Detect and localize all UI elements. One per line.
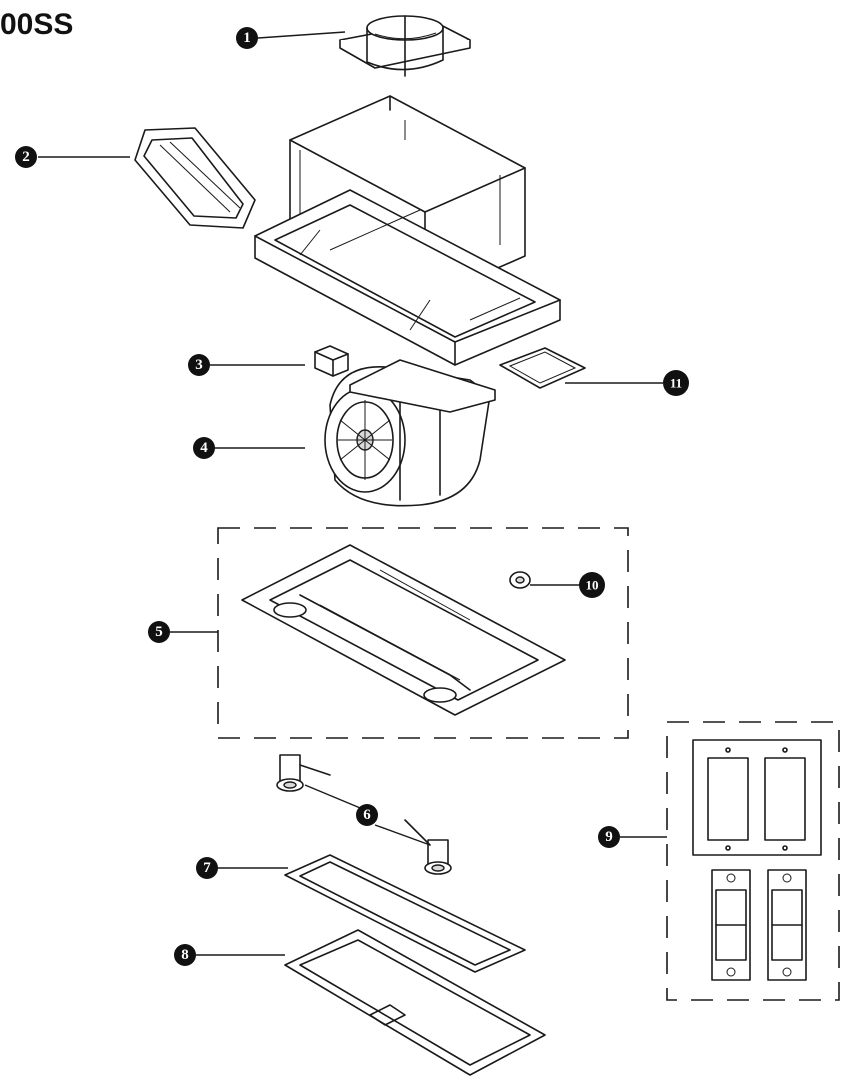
part-callout-5: 5 <box>148 621 170 643</box>
part-callout-3: 3 <box>188 354 210 376</box>
control-kit-frame <box>666 721 840 1001</box>
switch-knob <box>509 571 531 589</box>
wall-plate <box>692 739 822 856</box>
part-number: 6 <box>363 807 371 823</box>
lamp-left <box>276 754 331 792</box>
part-callout-7: 7 <box>196 857 218 879</box>
filter-pad <box>499 347 586 389</box>
part-number: 2 <box>22 149 30 165</box>
trim-gasket <box>284 854 526 973</box>
wall-switches <box>711 869 807 981</box>
part-callout-4: 4 <box>193 437 215 459</box>
junction-box <box>314 345 349 377</box>
light-panel-group-frame <box>217 527 629 739</box>
part-callout-6: 6 <box>356 804 378 826</box>
duct-collar <box>339 15 471 77</box>
fan-housing <box>254 95 561 366</box>
part-number: 1 <box>243 30 251 46</box>
part-callout-8: 8 <box>174 944 196 966</box>
part-callout-2: 2 <box>15 146 37 168</box>
leader-lines <box>38 31 667 956</box>
part-number: 9 <box>605 829 613 845</box>
damper-frame <box>134 127 256 229</box>
blower-wheel <box>324 359 496 507</box>
lamp-right <box>404 819 452 875</box>
part-callout-10: 10 <box>579 572 605 598</box>
part-number: 3 <box>195 357 203 373</box>
light-panel <box>241 544 566 716</box>
part-number: 4 <box>200 440 208 456</box>
model-title: 00SS <box>0 8 74 41</box>
part-callout-11: 11 <box>663 370 689 396</box>
part-number: 7 <box>203 860 211 876</box>
part-number: 10 <box>586 578 599 593</box>
part-number: 8 <box>181 947 189 963</box>
part-number: 5 <box>155 624 163 640</box>
part-callout-9: 9 <box>598 826 620 848</box>
part-callout-1: 1 <box>236 27 258 49</box>
part-number: 11 <box>670 376 682 391</box>
grille <box>284 929 546 1076</box>
